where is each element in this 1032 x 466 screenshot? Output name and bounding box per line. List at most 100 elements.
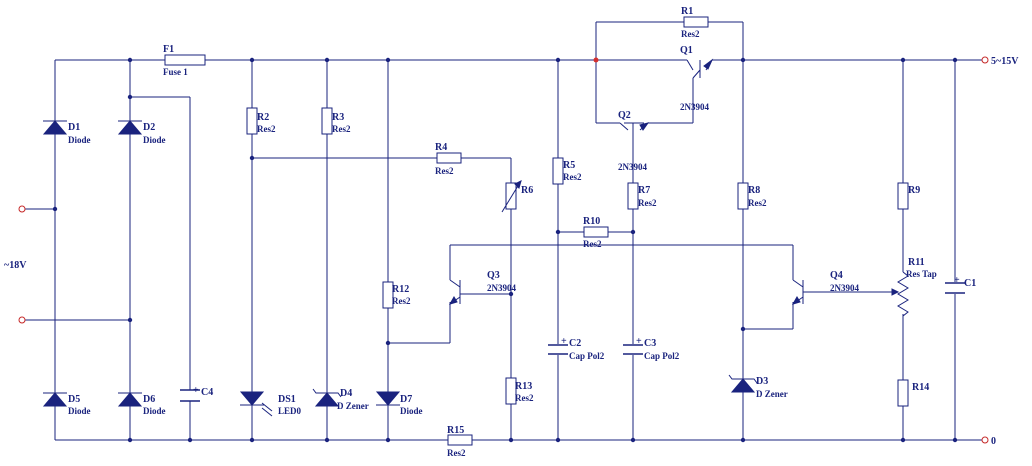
label-c3-val: Cap Pol2	[644, 351, 680, 361]
zener-d4	[314, 392, 340, 407]
label-q4-val: 2N3904	[830, 283, 859, 293]
label-r13-val: Res2	[515, 393, 534, 403]
led-ds1	[239, 391, 265, 406]
label-r10-ref: R10	[583, 216, 600, 227]
label-r3-val: Res2	[332, 124, 351, 134]
resistor-r11-zigzag	[897, 271, 909, 317]
label-d1-ref: D1	[68, 122, 80, 133]
label-r8-val: Res2	[748, 198, 767, 208]
label-ds1-ref: DS1	[278, 394, 296, 405]
label-d5-val: Diode	[68, 406, 91, 416]
label-d4-ref: D4	[340, 388, 352, 399]
label-r15-ref: R15	[447, 425, 464, 436]
terminals	[18, 56, 989, 444]
label-ds1-val: LED0	[278, 406, 302, 416]
label-r9-ref: R9	[908, 185, 920, 196]
label-r11-ref: R11	[908, 257, 925, 268]
c2-polarity-mark: +	[561, 336, 567, 347]
c4-polarity-mark: +	[193, 385, 199, 396]
resistor-r10	[583, 226, 609, 238]
zener-d3	[730, 378, 756, 393]
label-r12-val: Res2	[392, 296, 411, 306]
label-r2-val: Res2	[257, 124, 276, 134]
label-q3-ref: Q3	[487, 270, 500, 281]
resistor-r8	[737, 182, 749, 210]
resistor-r13	[505, 377, 517, 405]
label-r6-ref: R6	[521, 185, 533, 196]
resistor-r6	[505, 182, 517, 210]
label-r1-ref: R1	[681, 6, 693, 17]
label-d7-val: Diode	[400, 406, 423, 416]
resistor-f1	[164, 54, 206, 66]
label-c2-ref: C2	[569, 338, 581, 349]
label-d2-ref: D2	[143, 122, 155, 133]
diode-d6	[117, 392, 143, 407]
c3-polarity-mark: +	[636, 336, 642, 347]
resistor-r4	[436, 152, 462, 164]
label-r5-val: Res2	[563, 172, 582, 182]
capacitors: + + + +	[180, 275, 967, 402]
label-f1-val: Fuse 1	[163, 67, 188, 77]
ac-input-terminal-bottom[interactable]	[18, 316, 26, 324]
label-r3-ref: R3	[332, 112, 344, 123]
resistor-r15	[447, 434, 473, 446]
label-d4-val: D Zener	[337, 401, 369, 411]
label-f1-ref: F1	[163, 44, 174, 55]
output-ground-terminal[interactable]	[981, 436, 989, 444]
label-d3-ref: D3	[756, 376, 768, 387]
diode-d5	[42, 392, 68, 407]
resistors	[164, 16, 911, 446]
label-q1-val: 2N3904	[680, 102, 709, 112]
label-c2-val: Cap Pol2	[569, 351, 605, 361]
resistor-r3	[321, 107, 333, 135]
label-d2-val: Diode	[143, 135, 166, 145]
wires	[25, 21, 982, 441]
label-c3-ref: C3	[644, 338, 656, 349]
output-positive-terminal[interactable]	[981, 56, 989, 64]
label-ac-input: ~18V	[4, 260, 27, 271]
label-r7-val: Res2	[638, 198, 657, 208]
label-r8-ref: R8	[748, 185, 760, 196]
resistor-r14	[897, 379, 909, 407]
diode-d1	[42, 120, 68, 135]
label-r10-val: Res2	[583, 239, 602, 249]
label-d5-ref: D5	[68, 394, 80, 405]
label-r14-ref: R14	[912, 382, 929, 393]
label-r7-ref: R7	[638, 185, 650, 196]
r11-tap-arrow	[891, 288, 900, 296]
label-d1-val: Diode	[68, 135, 91, 145]
ac-input-terminal-top[interactable]	[18, 205, 26, 213]
label-r13-ref: R13	[515, 381, 532, 392]
led-emission-arrow	[261, 402, 273, 412]
label-r15-val: Res2	[447, 448, 466, 458]
label-d7-ref: D7	[400, 394, 412, 405]
label-r12-ref: R12	[392, 284, 409, 295]
resistor-r7	[627, 182, 639, 210]
resistor-r12	[382, 281, 394, 309]
resistor-r5	[552, 157, 564, 185]
label-q2-ref: Q2	[618, 110, 631, 121]
label-c1-ref: C1	[964, 278, 976, 289]
label-r4-ref: R4	[435, 142, 447, 153]
transistors	[448, 58, 812, 305]
label-c4-ref: C4	[201, 387, 213, 398]
resistor-r1	[683, 16, 709, 28]
label-q3-val: 2N3904	[487, 283, 516, 293]
label-output-positive: 5~15V	[991, 56, 1019, 67]
resistor-r2	[246, 107, 258, 135]
label-d6-ref: D6	[143, 394, 155, 405]
labels: ~18V 5~15V 0 F1 Fuse 1 R1 Res2 Q1 2N3904…	[4, 6, 1019, 458]
diodes	[42, 120, 758, 417]
label-r4-val: Res2	[435, 166, 454, 176]
label-q4-ref: Q4	[830, 270, 843, 281]
resistor-r9	[897, 182, 909, 210]
junctions	[52, 57, 958, 443]
label-q1-ref: Q1	[680, 45, 693, 56]
diode-d2	[117, 120, 143, 135]
c1-polarity-mark: +	[954, 275, 960, 286]
diode-d7	[375, 391, 401, 406]
label-r5-ref: R5	[563, 160, 575, 171]
label-r1-val: Res2	[681, 29, 700, 39]
label-q2-val: 2N3904	[618, 162, 647, 172]
